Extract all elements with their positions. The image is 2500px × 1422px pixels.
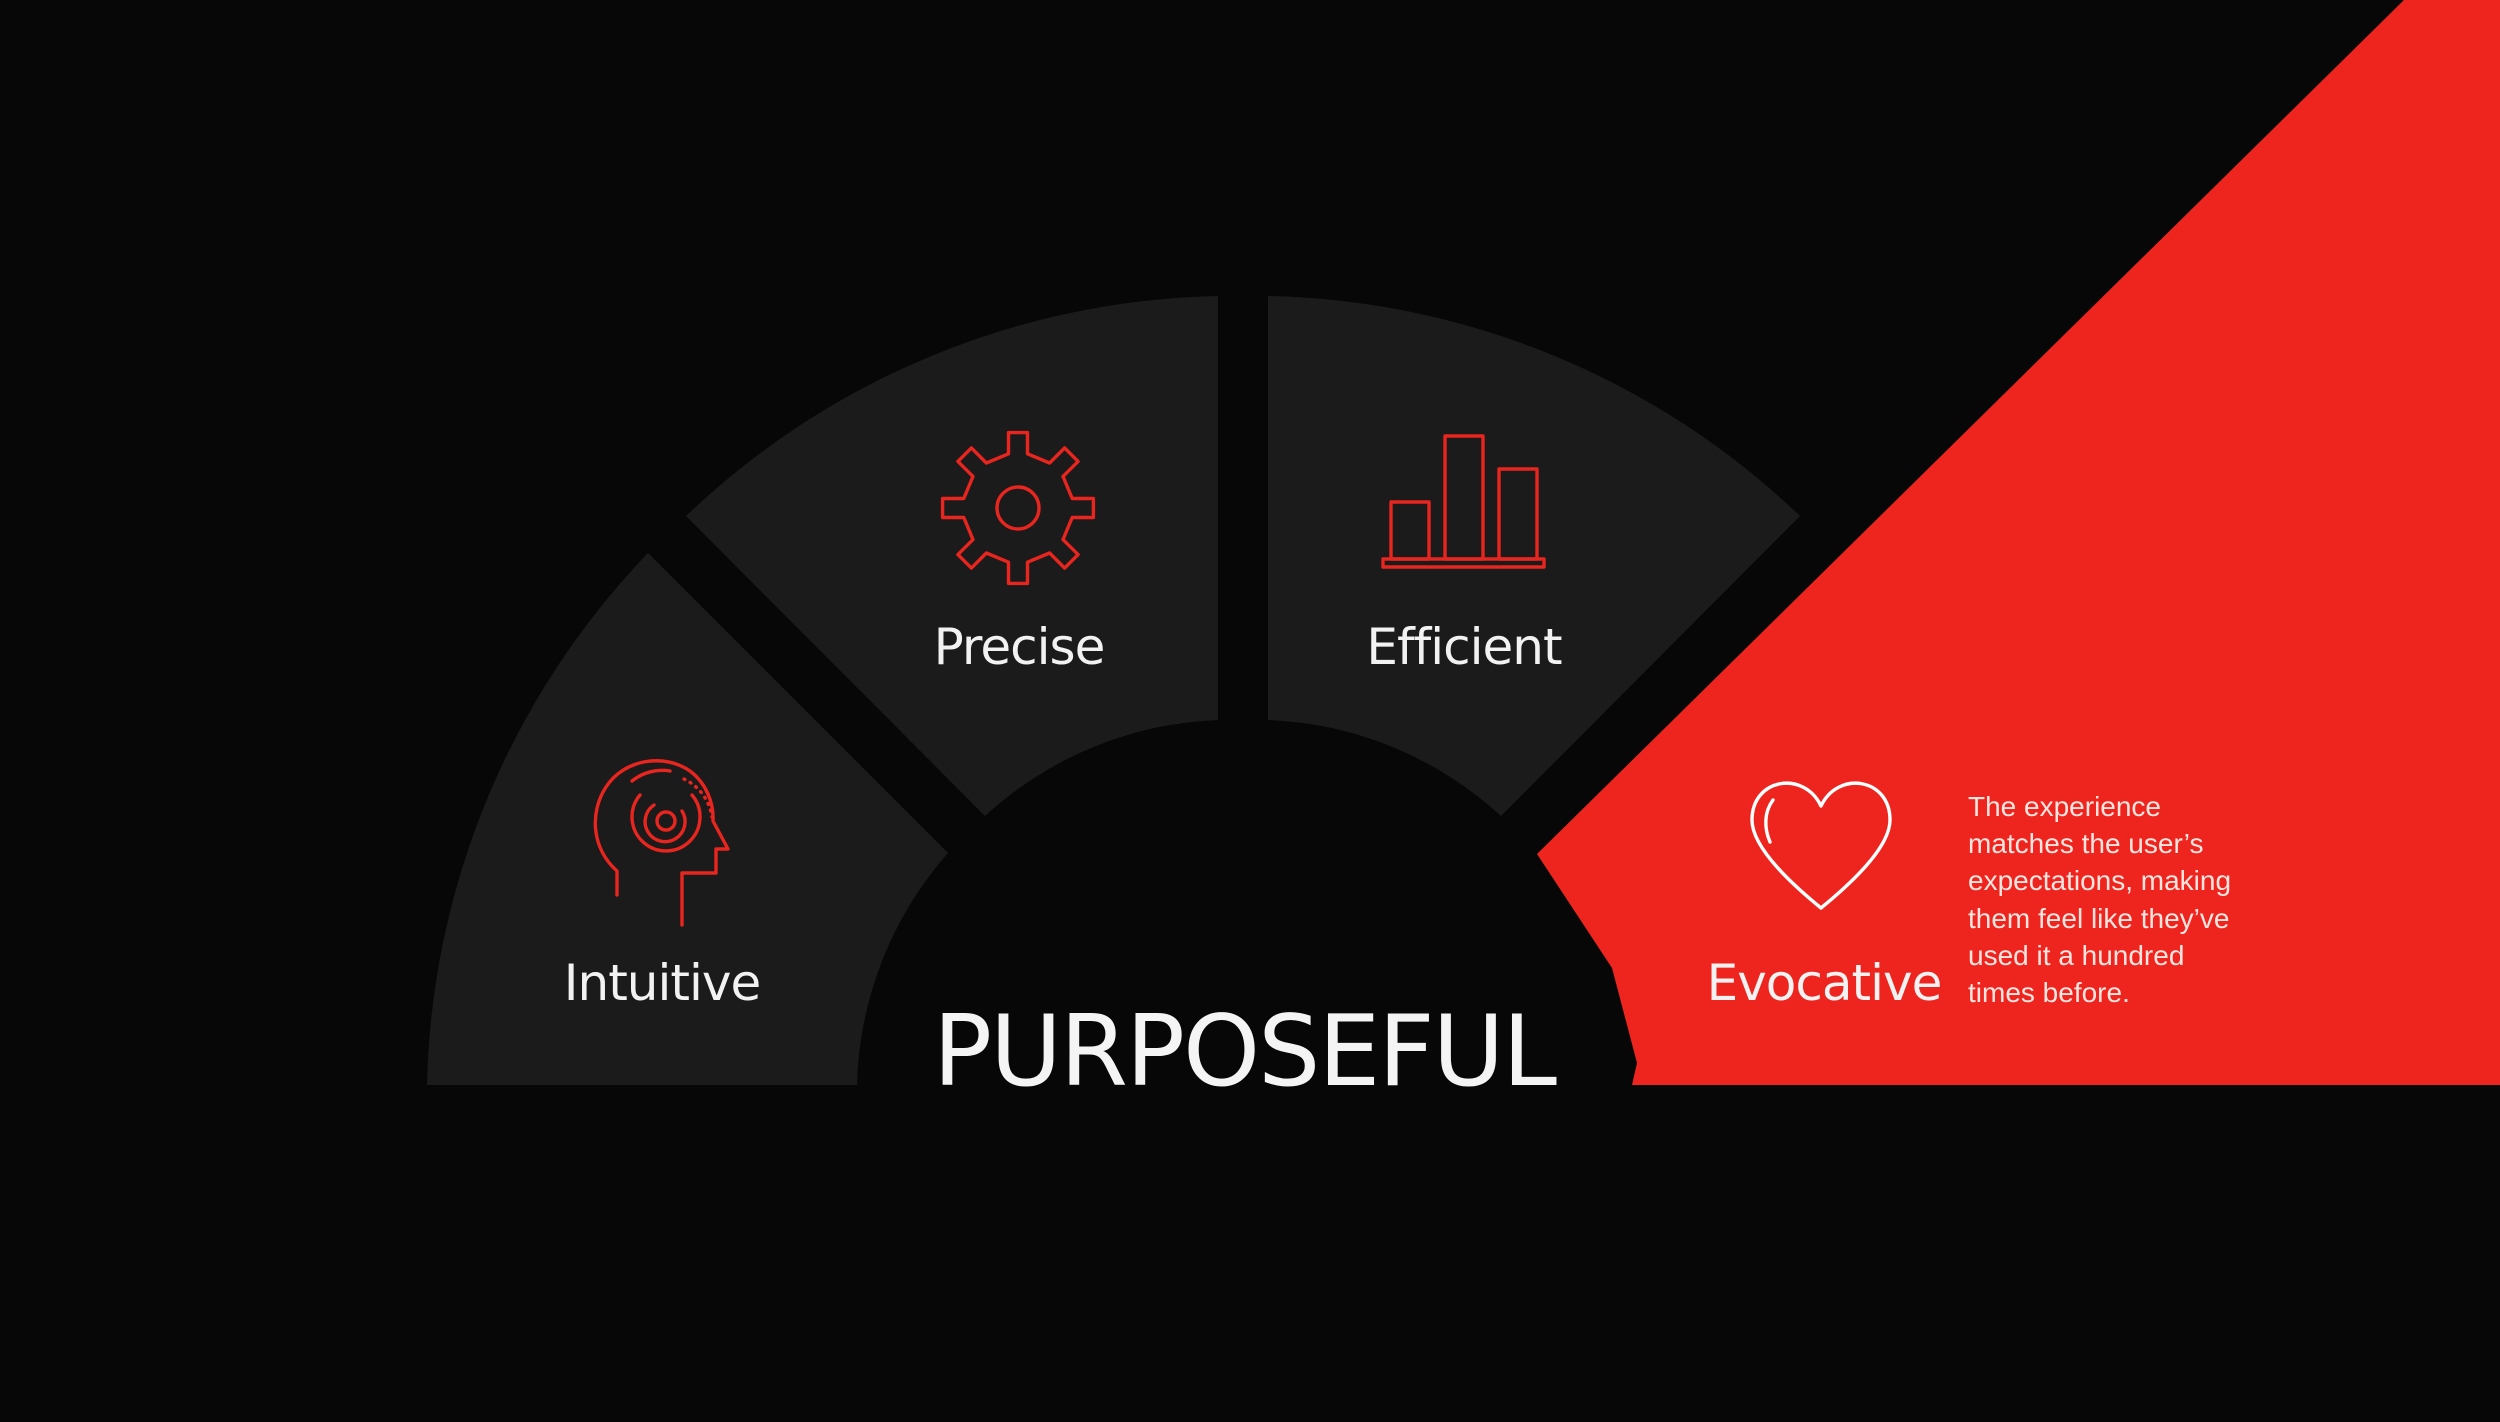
segment-precise — [686, 296, 1218, 816]
segment-efficient — [1268, 296, 1800, 816]
gear-hub — [995, 485, 1041, 531]
description-line: The experience — [1968, 791, 2161, 822]
description-line: times before. — [1968, 977, 2130, 1008]
description-line: them feel like they’ve — [1968, 903, 2229, 934]
label-efficient: Efficient — [1366, 618, 1562, 676]
head-target-icon — [593, 759, 730, 927]
label-precise: Precise — [934, 618, 1105, 676]
highlight-wedge — [1537, 0, 2500, 1085]
description-line: matches the user’s — [1968, 828, 2204, 859]
segment-intuitive — [427, 553, 948, 1085]
heart-icon — [1750, 781, 1892, 910]
description-line: expectations, making — [1968, 865, 2231, 896]
center-title: PURPOSEFUL — [933, 995, 1557, 1109]
gear-outline — [940, 430, 1096, 586]
label-evocative: Evocative — [1707, 954, 1942, 1012]
label-intuitive: Intuitive — [564, 954, 760, 1012]
description-line: used it a hundred — [1968, 940, 2184, 971]
gear-icon — [940, 430, 1096, 586]
description-text: The experience matches the user’s expect… — [1968, 791, 2231, 1008]
bar-chart-icon — [1381, 434, 1546, 569]
